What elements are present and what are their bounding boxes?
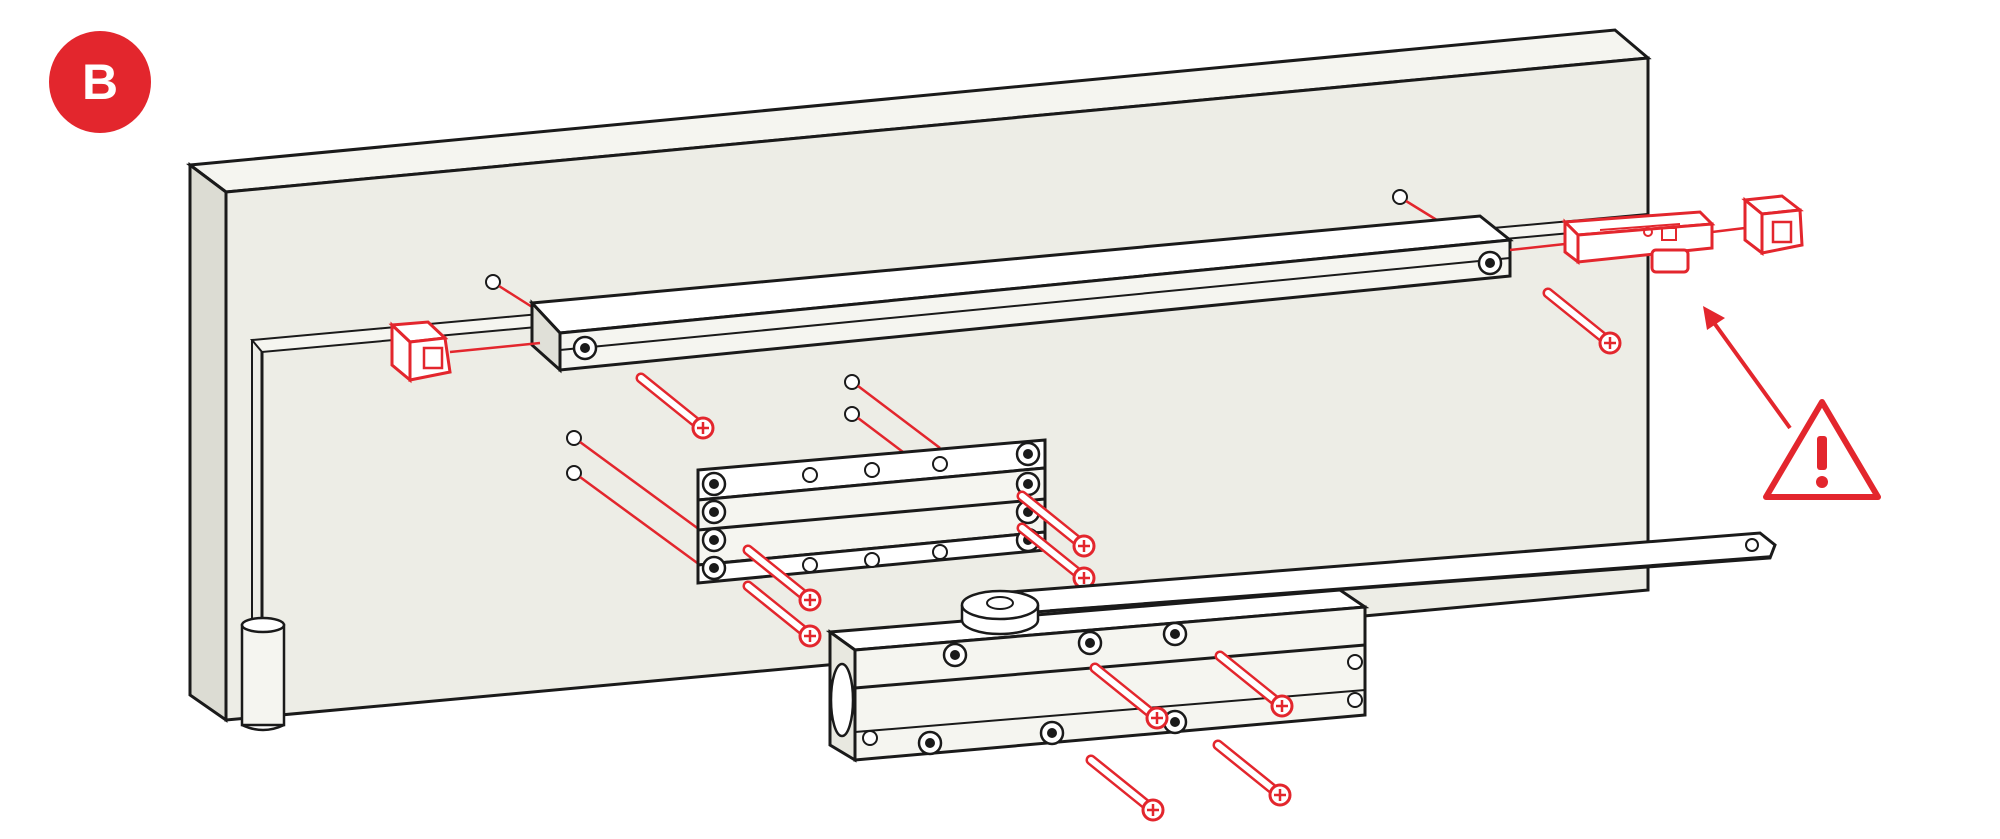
rail-stop-block	[1509, 210, 1746, 274]
screw-icon	[1218, 745, 1290, 805]
step-label: B	[81, 54, 119, 110]
rail-end-cap-left	[388, 320, 541, 384]
hinge	[240, 616, 286, 732]
slide-rail	[528, 214, 1514, 374]
screw-icon	[1091, 760, 1163, 820]
arm-hub	[960, 589, 1040, 636]
mounting-plate	[696, 438, 1047, 585]
warning-triangle-icon	[1763, 399, 1881, 500]
step-badge: B	[49, 31, 151, 133]
door-frame	[185, 28, 1652, 723]
arrow-up-left-icon	[1703, 306, 1792, 430]
rail-end-cap-right	[1741, 194, 1804, 257]
